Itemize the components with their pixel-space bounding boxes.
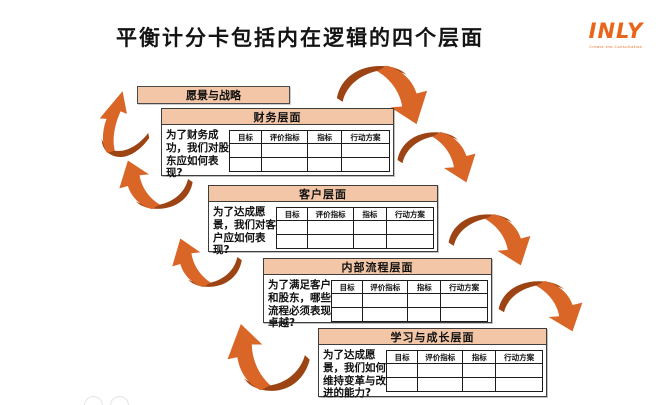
table-header-cell: 评价指标 — [307, 207, 354, 221]
table-row — [330, 293, 488, 308]
section-learning-growth-question: 为了达成愿景，我们如何维持变革与改进的能力? — [323, 349, 386, 400]
table-row — [229, 143, 391, 158]
table-header-cell: 目标 — [330, 280, 364, 294]
watermark-circle — [110, 396, 129, 405]
table-row — [275, 234, 435, 249]
section-internal-process: 内部流程层面 为了满足客户和股东，哪些流程必须表现卓越? 目标 评价指标 指标 … — [263, 258, 492, 329]
logo-text: INLY — [588, 19, 644, 43]
section-financial-header: 财务层面 — [162, 109, 393, 125]
table-row — [385, 363, 543, 378]
section-financial-table: 目标 评价指标 指标 行动方案 — [229, 130, 391, 172]
curved-arrow-down-2-icon — [395, 128, 478, 184]
table-header-cell: 评价指标 — [362, 280, 409, 294]
section-customer-table: 目标 评价指标 指标 行动方案 — [275, 207, 435, 249]
section-learning-growth-header: 学习与成长层面 — [319, 329, 546, 345]
logo-tagline: Create the Consultation — [589, 44, 643, 49]
watermark-circle — [84, 396, 103, 405]
section-customer-header: 客户层面 — [209, 186, 437, 202]
section-financial-question: 为了财务成功，我们对股东应如何表现? — [166, 129, 229, 180]
section-learning-growth: 学习与成长层面 为了达成愿景，我们如何维持变革与改进的能力? 目标 评价指标 指… — [318, 328, 547, 400]
table-header-cell: 指标 — [407, 280, 442, 294]
section-internal-process-question: 为了满足客户和股东，哪些流程必须表现卓越? — [268, 279, 331, 330]
table-header-cell: 行动方案 — [440, 280, 488, 294]
table-header-cell: 行动方案 — [340, 130, 391, 144]
section-internal-process-header: 内部流程层面 — [264, 259, 491, 275]
section-learning-growth-table: 目标 评价指标 指标 行动方案 — [385, 350, 543, 392]
table-row — [330, 307, 488, 322]
slide-title: 平衡计分卡包括内在逻辑的四个层面 — [116, 26, 484, 50]
table-row — [385, 377, 543, 392]
section-internal-process-table: 目标 评价指标 指标 行动方案 — [330, 280, 488, 322]
section-financial: 财务层面 为了财务成功，我们对股东应如何表现? 目标 评价指标 指标 行动方案 — [161, 108, 394, 179]
table-header-cell: 评价指标 — [260, 130, 309, 144]
table-header-cell: 指标 — [462, 350, 497, 364]
table-header-cell: 目标 — [275, 207, 309, 221]
table-row — [275, 220, 435, 235]
vision-strategy-box: 愿景与战略 — [137, 86, 290, 104]
table-header-cell: 行动方案 — [495, 350, 543, 364]
company-logo: INLY Create the Consultation — [585, 21, 647, 49]
table-header-cell: 指标 — [307, 130, 342, 144]
table-header-cell: 行动方案 — [385, 207, 435, 221]
table-row — [229, 157, 391, 172]
table-header-cell: 评价指标 — [417, 350, 464, 364]
section-customer: 客户层面 为了达成愿景，我们对客户应如何表现? 目标 评价指标 指标 行动方案 — [208, 185, 438, 256]
table-header-cell: 目标 — [385, 350, 419, 364]
table-header-cell: 目标 — [229, 130, 262, 144]
curved-arrow-down-4-icon — [496, 277, 585, 333]
section-customer-question: 为了达成愿景，我们对客户应如何表现? — [213, 206, 276, 257]
table-header-cell: 指标 — [352, 207, 387, 221]
